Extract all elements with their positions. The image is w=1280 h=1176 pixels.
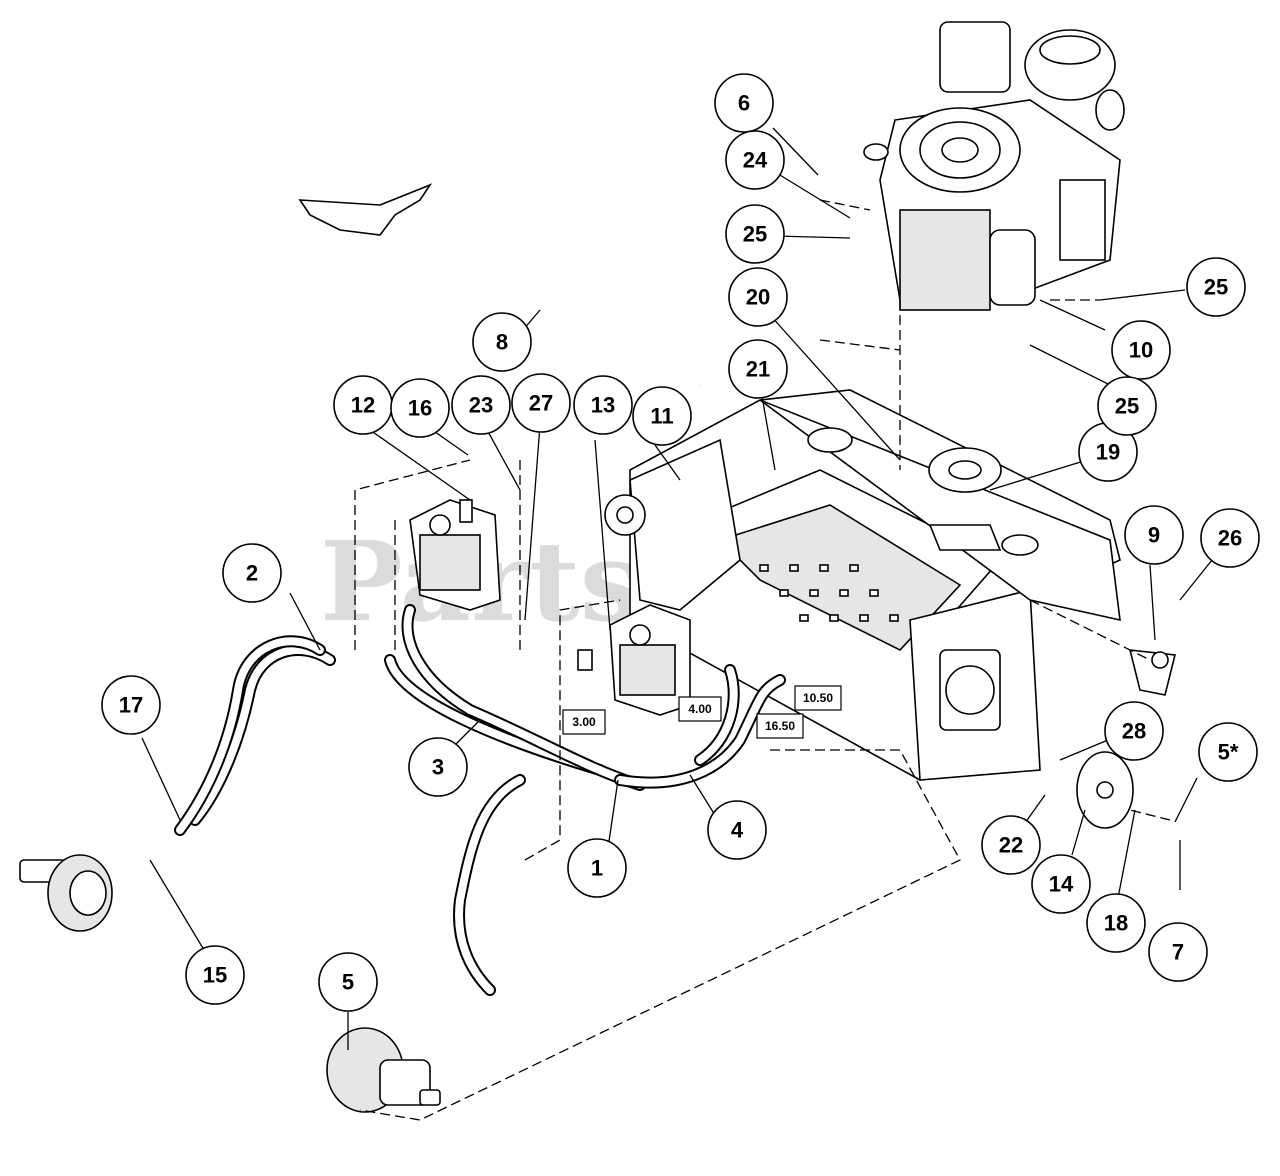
svg-text:3: 3 [432, 755, 444, 780]
svg-text:16: 16 [408, 396, 432, 421]
callout-13[interactable]: 13 [573, 375, 633, 435]
callout-9[interactable]: 9 [1124, 505, 1184, 565]
callout-21[interactable]: 21 [728, 339, 788, 399]
svg-text:27: 27 [529, 391, 553, 416]
svg-text:10.50: 10.50 [803, 691, 833, 705]
svg-text:13: 13 [591, 393, 615, 418]
callout-18[interactable]: 18 [1086, 893, 1146, 953]
hydraulic-pump-left [409, 499, 501, 611]
leader-lines [141, 127, 1213, 1050]
callout-4[interactable]: 4 [707, 800, 767, 860]
svg-text:5*: 5* [1218, 740, 1239, 765]
svg-text:8: 8 [496, 330, 508, 355]
svg-text:25: 25 [743, 222, 767, 247]
wheel-motor-right [326, 1027, 441, 1113]
callout-25-c[interactable]: 25 [1097, 376, 1157, 436]
svg-text:9: 9 [1148, 523, 1160, 548]
callout-14[interactable]: 14 [1031, 854, 1091, 914]
svg-text:10: 10 [1129, 338, 1153, 363]
svg-text:25: 25 [1204, 275, 1228, 300]
svg-text:24: 24 [743, 148, 768, 173]
callout-6[interactable]: 6 [714, 73, 774, 133]
engine [863, 21, 1125, 311]
control-rod [298, 183, 703, 389]
svg-text:15: 15 [203, 963, 227, 988]
callout-5-star[interactable]: 5* [1198, 722, 1258, 782]
callout-25-a[interactable]: 25 [725, 204, 785, 264]
callout-3[interactable]: 3 [408, 737, 468, 797]
hydraulic-pump-right [577, 604, 691, 716]
dimension-tag-3-00: 3.00 [562, 709, 606, 735]
callout-24[interactable]: 24 [725, 130, 785, 190]
dimension-tag-4-00: 4.00 [678, 696, 722, 722]
callout-20[interactable]: 20 [728, 267, 788, 327]
svg-text:28: 28 [1122, 719, 1146, 744]
callout-23[interactable]: 23 [451, 375, 511, 435]
callout-15[interactable]: 15 [185, 945, 245, 1005]
callout-11[interactable]: 11 [632, 386, 692, 446]
callout-27[interactable]: 27 [511, 373, 571, 433]
svg-text:3.00: 3.00 [572, 715, 596, 729]
callout-17[interactable]: 17 [101, 675, 161, 735]
svg-text:14: 14 [1049, 872, 1074, 897]
callout-1[interactable]: 1 [567, 838, 627, 898]
svg-text:12: 12 [351, 393, 375, 418]
callout-5[interactable]: 5 [318, 952, 378, 1012]
svg-text:6: 6 [738, 91, 750, 116]
callout-22[interactable]: 22 [981, 815, 1041, 875]
callout-28[interactable]: 28 [1104, 701, 1164, 761]
callout-7[interactable]: 7 [1148, 922, 1208, 982]
svg-text:23: 23 [469, 393, 493, 418]
callout-8[interactable]: 8 [472, 312, 532, 372]
svg-text:25: 25 [1115, 394, 1139, 419]
callout-10[interactable]: 10 [1111, 320, 1171, 380]
assembly-lines [354, 199, 1171, 1121]
svg-text:21: 21 [746, 357, 770, 382]
svg-text:17: 17 [119, 693, 143, 718]
svg-text:11: 11 [650, 404, 673, 429]
callout-12[interactable]: 12 [333, 375, 393, 435]
wheel-motor-left [19, 854, 113, 932]
svg-text:19: 19 [1096, 440, 1120, 465]
svg-text:2: 2 [246, 561, 258, 586]
svg-text:5: 5 [342, 970, 354, 995]
wheel-hub [1076, 751, 1134, 829]
callout-2[interactable]: 2 [222, 543, 282, 603]
svg-text:16.50: 16.50 [765, 719, 795, 733]
svg-text:18: 18 [1104, 911, 1128, 936]
svg-text:7: 7 [1172, 940, 1184, 965]
hoses [174, 604, 786, 996]
svg-text:4.00: 4.00 [688, 702, 712, 716]
callout-25-b[interactable]: 25 [1186, 257, 1246, 317]
svg-text:4: 4 [731, 818, 744, 843]
svg-text:22: 22 [999, 833, 1023, 858]
svg-text:26: 26 [1218, 526, 1242, 551]
svg-text:20: 20 [746, 285, 770, 310]
callout-16[interactable]: 16 [390, 378, 450, 438]
callout-26[interactable]: 26 [1200, 508, 1260, 568]
dimension-tag-10-50: 10.50 [794, 685, 842, 711]
dimension-tag-16-50: 16.50 [756, 713, 804, 739]
svg-text:1: 1 [591, 856, 603, 881]
control-lever-right [1128, 649, 1176, 696]
